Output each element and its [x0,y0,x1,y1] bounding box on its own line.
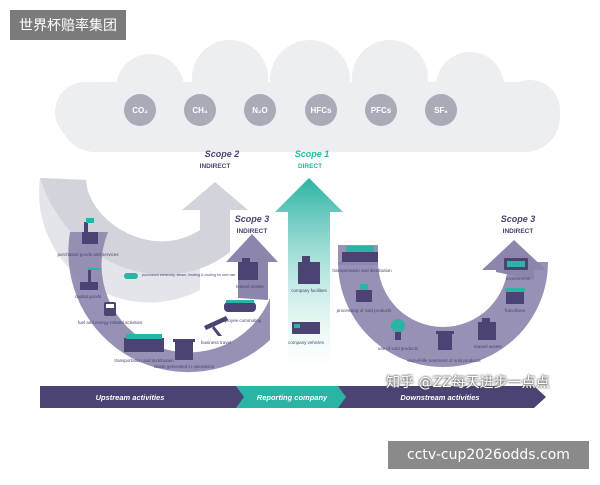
franchise-store-icon [505,288,525,304]
gas-label: HFCs [311,106,332,115]
gas-label: N₂O [252,106,268,115]
train-icon [224,300,256,312]
building-icon [238,258,258,280]
scope3-upstream-sub: INDIRECT [237,228,268,235]
site-url-label: cctv-cup2026odds.com [388,441,589,469]
lightbulb-icon [391,319,405,340]
item-purchased-electricity: purchased electricity, steam, heating & … [142,273,235,277]
cloud-shape [55,40,560,152]
upstream-activities-label: Upstream activities [96,393,165,402]
item-purchased-goods: purchased goods and services [57,252,119,257]
processing-factory-icon [356,284,372,302]
company-vehicle-icon [292,322,320,334]
plug-icon [124,273,138,279]
scope1-title: Scope 1 [295,149,330,159]
item-leased-assets-downstream: leased assets [474,344,502,349]
airplane-icon [204,316,228,336]
ship-icon [342,246,378,262]
item-transportation-upstream: transportation and distribution [114,358,174,363]
leased-building-icon [478,318,496,340]
scope2-title: Scope 2 [205,149,240,159]
scope3-downstream-sub: INDIRECT [503,228,534,235]
upstream-arc [68,232,271,373]
crane-icon [80,268,100,290]
item-investments: investments [506,276,531,281]
item-franchises: franchises [505,308,526,313]
item-use-sold: use of sold products [378,346,419,351]
corner-brand-label: 世界杯赔率集团 [10,10,126,40]
item-fuel-energy: fuel and energy related activities [78,320,143,325]
scope1-sub: DIRECT [298,163,322,170]
gas-circles: CO₂ CH₄ N₂O HFCs PFCs SF₆ [124,94,457,126]
item-business-travel: business travel [201,340,231,345]
item-end-of-life: end-of-life treatment of sold products [407,358,481,363]
downstream-arc [338,262,548,367]
item-company-facilities: company facilities [291,288,327,293]
investment-cash-icon [504,258,528,270]
scope3-downstream-title: Scope 3 [501,214,536,224]
watermark-text: 知乎 @ZZ每天进步一点点 [386,375,550,391]
truck-icon [124,334,164,352]
scope2-sub: INDIRECT [200,163,231,170]
fuel-icon [104,302,116,316]
item-transportation-downstream: transportation and distribution [332,268,392,273]
item-processing-sold: processing of sold products [337,308,393,313]
reporting-company-label: Reporting company [257,393,328,402]
item-employee-commuting: employee commuting [219,318,262,323]
item-leased-assets-upstream: leased assets [236,284,264,289]
company-building-icon [298,256,320,284]
gas-label: CH₄ [192,106,208,115]
factory-icon [82,218,98,244]
item-company-vehicles: company vehicles [288,340,325,345]
waste-bin-icon [173,339,195,360]
scope3-upstream-title: Scope 3 [235,214,270,224]
item-waste: waste generated in operations [154,364,215,369]
gas-label: CO₂ [132,106,148,115]
activity-bar: Upstream activities Reporting company Do… [40,386,546,408]
downstream-activities-label: Downstream activities [400,393,479,402]
gas-label: SF₆ [434,106,448,115]
recycle-bin-icon [436,331,454,350]
gas-label: PFCs [371,106,392,115]
item-capital-goods: capital goods [75,294,102,299]
